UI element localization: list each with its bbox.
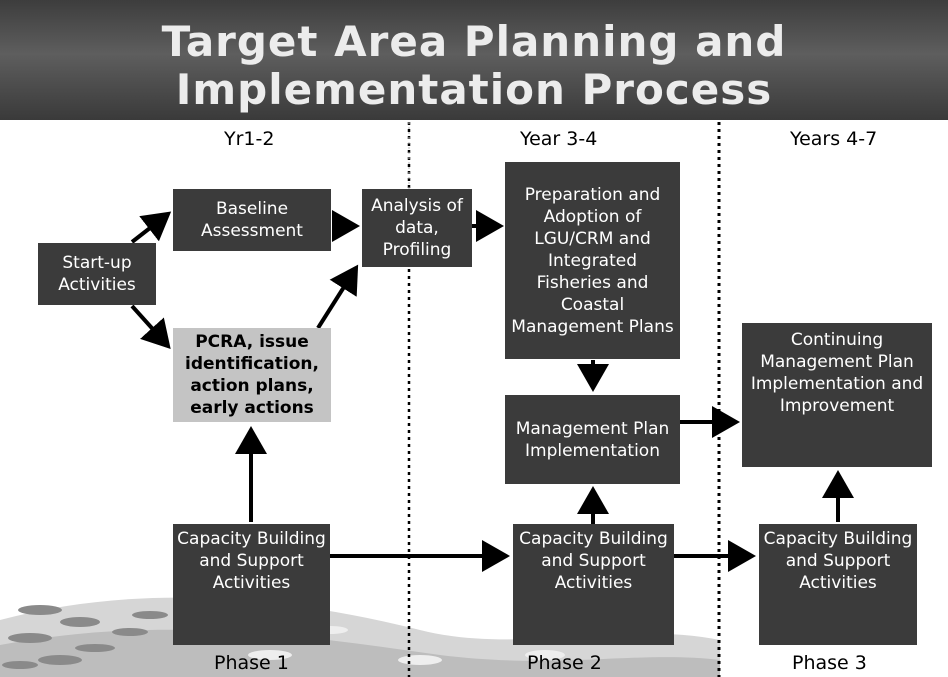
capacity-building-box-2: Capacity Building and Support Activities [513,524,674,645]
preparation-adoption-box: Preparation and Adoption of LGU/CRM and … [505,162,680,359]
year-label-3: Years 4-7 [790,128,878,150]
pcra-box: PCRA, issue identification, action plans… [173,328,331,422]
year-label-2: Year 3-4 [520,128,598,150]
management-plan-implementation-box: Management Plan Implementation [505,395,680,484]
year-label-1: Yr1-2 [224,128,275,150]
analysis-profiling-box: Analysis of data, Profiling [362,189,472,267]
baseline-assessment-box: Baseline Assessment [173,189,331,251]
phase-label-3: Phase 3 [792,652,867,674]
continuing-management-box: Continuing Management Plan Implementatio… [742,323,932,467]
phase-label-1: Phase 1 [214,652,289,674]
page-title: Target Area Planning and Implementation … [161,17,787,114]
capacity-building-box-3: Capacity Building and Support Activities [759,524,917,645]
startup-activities-box: Start-up Activities [38,243,156,305]
title-banner [0,0,948,120]
capacity-building-box-1: Capacity Building and Support Activities [173,524,330,645]
phase-label-2: Phase 2 [527,652,602,674]
